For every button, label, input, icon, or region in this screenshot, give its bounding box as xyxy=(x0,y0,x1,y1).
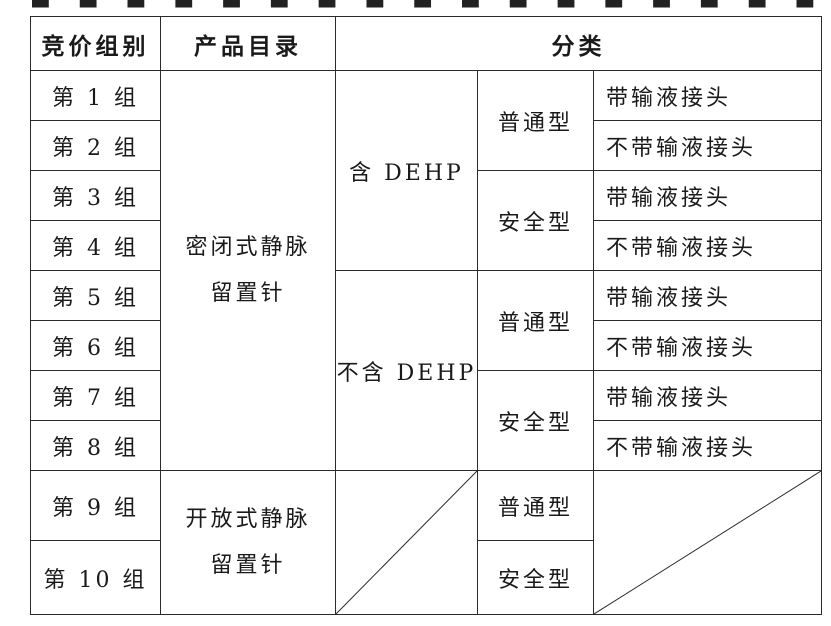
type-cell-4: 安全型 xyxy=(477,370,594,471)
cropped-previous-text: ▬ ▬ ▬ ▬ ▬ ▬ ▬ ▬ ▬ ▬ ▬ ▬ ▬ ▬ ▬ ▬ ▬ ▬ ▬ ▬ xyxy=(0,0,831,12)
diagonal-slash xyxy=(594,471,821,614)
group-cell-1: 第 1 组 xyxy=(30,70,161,121)
table-row: 第 2 组 不带输液接头 xyxy=(30,120,823,171)
group-cell-9: 第 9 组 xyxy=(30,470,161,541)
connector-cell-3: 带输液接头 xyxy=(592,170,823,221)
group-cell-3: 第 3 组 xyxy=(30,170,161,221)
connector-cell-6: 不带输液接头 xyxy=(592,320,823,371)
group-cell-8: 第 8 组 xyxy=(30,420,161,471)
table-row: 第 1 组 密闭式静脉 留置针 含 DEHP 普通型 带输液接头 xyxy=(30,70,823,471)
header-group: 竞价组别 xyxy=(30,16,161,71)
group-cell-10: 第 10 组 xyxy=(30,540,161,615)
bidding-groups-table: 竞价组别 产品目录 分类 第 1 组 密闭式静脉 留置针 含 DEHP 普通型 … xyxy=(30,16,823,615)
connector-cell-8: 不带输液接头 xyxy=(592,420,823,471)
dehp-with-cell: 含 DEHP xyxy=(335,70,478,271)
group-cell-7: 第 7 组 xyxy=(30,370,161,421)
connector-cell-2: 不带输液接头 xyxy=(592,120,823,171)
table-header-row: 竞价组别 产品目录 分类 xyxy=(30,16,823,71)
product-open-line2: 留置针 xyxy=(210,552,286,578)
product-closed-line1: 密闭式静脉 xyxy=(185,234,311,260)
type-cell-1: 普通型 xyxy=(477,70,594,171)
product-closed-line2: 留置针 xyxy=(210,280,286,306)
empty-diagonal-cell-dehp xyxy=(335,470,478,615)
table-row: 第 7 组 安全型 带输液接头 xyxy=(30,370,823,471)
type-cell-2: 安全型 xyxy=(477,170,594,271)
connector-cell-1: 带输液接头 xyxy=(592,70,823,121)
header-category: 分类 xyxy=(334,16,823,71)
table-row: 第 10 组 安全型 xyxy=(30,540,822,615)
table-row: 第 9 组 开放式静脉 留置针 普通型 xyxy=(30,470,823,615)
empty-diagonal-cell-connector xyxy=(592,470,823,615)
header-product: 产品目录 xyxy=(160,16,336,71)
connector-cell-7: 带输液接头 xyxy=(592,370,823,421)
product-closed-cell: 密闭式静脉 留置针 xyxy=(160,70,336,471)
table-row: 第 6 组 不带输液接头 xyxy=(30,320,823,371)
connector-cell-5: 带输液接头 xyxy=(592,270,823,321)
type-cell-3: 普通型 xyxy=(477,270,594,371)
product-open-cell: 开放式静脉 留置针 xyxy=(160,470,336,615)
type-cell-6: 安全型 xyxy=(477,540,594,615)
group-cell-2: 第 2 组 xyxy=(30,120,161,171)
table-row: 第 8 组 不带输液接头 xyxy=(30,420,823,471)
table-row: 第 5 组 不含 DEHP 普通型 带输液接头 xyxy=(30,270,823,471)
connector-cell-4: 不带输液接头 xyxy=(592,220,823,271)
group-cell-5: 第 5 组 xyxy=(30,270,161,321)
product-open-line1: 开放式静脉 xyxy=(185,506,311,532)
group-cell-4: 第 4 组 xyxy=(30,220,161,271)
group-cell-6: 第 6 组 xyxy=(30,320,161,371)
diagonal-slash xyxy=(336,471,477,614)
dehp-without-cell: 不含 DEHP xyxy=(335,270,478,471)
type-cell-5: 普通型 xyxy=(477,470,594,541)
